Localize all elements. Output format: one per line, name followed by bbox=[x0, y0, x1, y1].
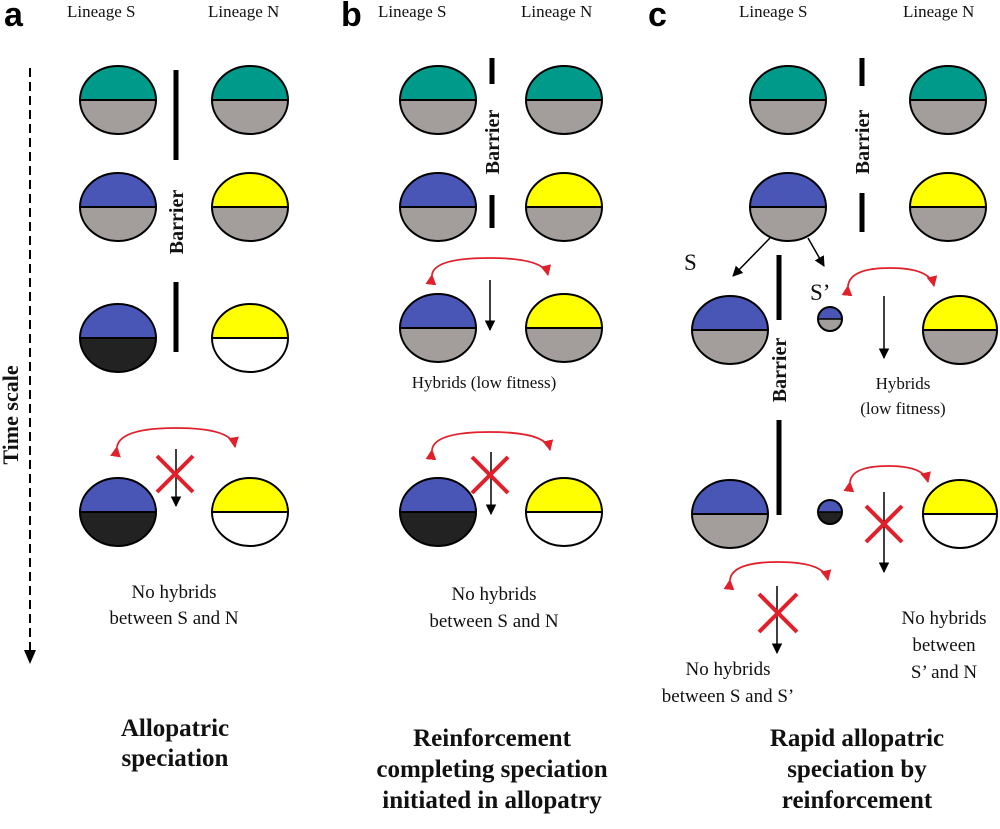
panel-c-letter: c bbox=[648, 0, 667, 34]
population-b-n1 bbox=[525, 65, 603, 135]
time-scale-label: Time scale bbox=[0, 365, 23, 464]
note-c-left-line2: between S and S’ bbox=[662, 686, 794, 707]
population-b-n3 bbox=[525, 293, 603, 363]
population-a-s2 bbox=[79, 172, 157, 242]
title-a-line1: Allopatric bbox=[121, 715, 229, 742]
population-a-n4 bbox=[211, 477, 289, 547]
label-s: S bbox=[684, 250, 697, 275]
cross-arrow-a bbox=[110, 427, 239, 458]
population-c-n2 bbox=[909, 172, 987, 242]
population-a-s1 bbox=[79, 65, 157, 135]
no-hybrid-cross-a bbox=[155, 454, 195, 494]
note-c-right-line2: between bbox=[912, 635, 976, 656]
hybrids-label-b: Hybrids (low fitness) bbox=[412, 373, 556, 392]
no-hybrid-cross-b bbox=[470, 455, 510, 495]
panel-b-letter: b bbox=[341, 0, 362, 34]
panel-a-letter: a bbox=[4, 0, 24, 34]
panel-c: Barrier S S’ Barrier Hybrids bbox=[662, 58, 998, 814]
population-a-n3 bbox=[211, 303, 289, 373]
cross-arrow-c-right bbox=[843, 465, 931, 493]
panel-b: Barrier Hybrids (low fitness) No hybrids… bbox=[376, 58, 608, 814]
note-a-line1: No hybrids bbox=[132, 582, 217, 603]
split-arrow-s-prime bbox=[807, 237, 825, 267]
panel-c-lineage-s: Lineage S bbox=[739, 2, 807, 21]
hybrid-arrow-c bbox=[841, 267, 938, 297]
note-a-line2: between S and N bbox=[109, 608, 239, 629]
population-b-s3 bbox=[399, 293, 477, 363]
panel-b-lineage-s: Lineage S bbox=[378, 2, 446, 21]
barrier-a-label: Barrier bbox=[166, 190, 188, 255]
population-c-n4 bbox=[922, 479, 998, 549]
split-arrow-s bbox=[732, 237, 771, 277]
population-c-s2 bbox=[749, 172, 827, 242]
population-a-n1 bbox=[211, 65, 289, 135]
title-c-line3: reinforcement bbox=[782, 787, 933, 814]
no-hybrid-cross-c-right bbox=[864, 504, 904, 544]
population-c-s-prime3 bbox=[817, 306, 843, 332]
title-b-line3: initiated in allopatry bbox=[382, 787, 602, 814]
time-scale-arrowhead bbox=[24, 650, 36, 664]
population-b-n4 bbox=[525, 477, 603, 547]
title-b-line2: completing speciation bbox=[376, 756, 607, 783]
hybrids-label-c-line2: (low fitness) bbox=[860, 399, 945, 418]
note-b-line2: between S and N bbox=[429, 611, 559, 632]
label-s-prime: S’ bbox=[810, 280, 830, 305]
population-a-n2 bbox=[211, 172, 289, 242]
population-a-s4 bbox=[79, 477, 157, 547]
population-b-n2 bbox=[525, 172, 603, 242]
population-b-s4 bbox=[399, 477, 477, 547]
barrier-c-top-label: Barrier bbox=[852, 110, 874, 175]
panel-c-lineage-n: Lineage N bbox=[903, 2, 974, 21]
hybrids-label-c-line1: Hybrids bbox=[876, 374, 931, 393]
barrier-c-mid-label: Barrier bbox=[769, 338, 791, 403]
population-c-n1 bbox=[909, 65, 987, 135]
panel-b-lineage-n: Lineage N bbox=[521, 2, 592, 21]
note-c-right-line3: S’ and N bbox=[911, 662, 977, 683]
population-c-s4 bbox=[691, 479, 769, 549]
population-c-n3 bbox=[922, 295, 998, 365]
note-b-line1: No hybrids bbox=[452, 584, 537, 605]
panel-a-lineage-s: Lineage S bbox=[67, 2, 135, 21]
note-c-left-line1: No hybrids bbox=[686, 659, 771, 680]
panel-a: Barrier No hybrids between S and N Allop… bbox=[79, 65, 289, 772]
title-a-line2: speciation bbox=[122, 745, 229, 772]
no-hybrid-cross-c-left bbox=[757, 592, 799, 634]
population-a-s3 bbox=[79, 303, 157, 373]
population-c-s3 bbox=[691, 295, 769, 365]
population-b-s1 bbox=[399, 65, 477, 135]
cross-arrow-c-left bbox=[723, 561, 832, 591]
note-c-right-line1: No hybrids bbox=[902, 608, 987, 629]
population-b-s2 bbox=[399, 172, 477, 242]
population-c-s-prime4 bbox=[817, 499, 843, 525]
title-b-line1: Reinforcement bbox=[413, 725, 571, 752]
cross-arrow-b bbox=[425, 431, 554, 461]
title-c-line1: Rapid allopatric bbox=[770, 725, 944, 752]
barrier-b-label: Barrier bbox=[482, 110, 504, 175]
population-c-s1 bbox=[749, 65, 827, 135]
panel-a-lineage-n: Lineage N bbox=[208, 2, 279, 21]
hybrid-arrow-b bbox=[425, 257, 552, 286]
title-c-line2: speciation by bbox=[787, 756, 927, 783]
